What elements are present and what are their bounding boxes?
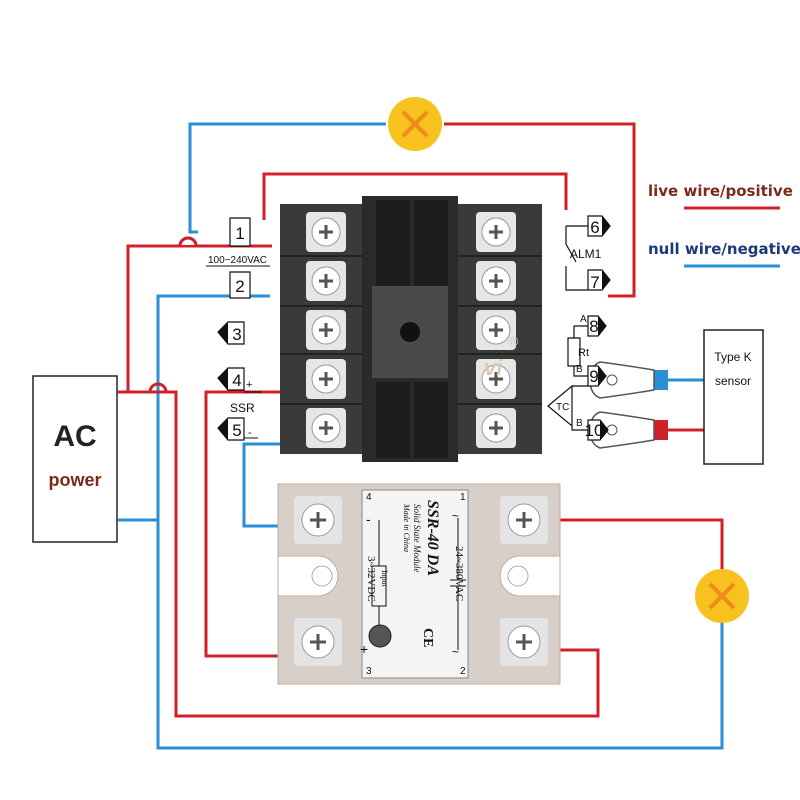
- ssr-screw-4: [294, 496, 342, 544]
- alarm-label: ALM1: [570, 247, 602, 261]
- ac-power-box: AC power: [32, 375, 118, 543]
- ssr-origin: Made in China: [402, 503, 411, 552]
- tag-10: 10: [585, 419, 609, 441]
- lamp-load: [695, 569, 749, 623]
- tc-symbol: [547, 384, 588, 431]
- controller-screws-right: [476, 212, 516, 448]
- controller-label-left: 1 2 3 4 5 100~240VAC SSR + -: [206, 217, 270, 441]
- term-label-5: 5: [232, 421, 241, 440]
- ssr-indicator-led: [368, 624, 392, 648]
- wire-lamp-top-blue: [188, 122, 386, 234]
- supply-voltage-label: 100~240VAC: [208, 255, 267, 266]
- ssr-plus: +: [360, 641, 368, 657]
- ssr-tilde-2: ~: [452, 645, 459, 659]
- ssr-input-voltage: 3~32VDC: [365, 556, 377, 602]
- hop-2: [148, 382, 168, 393]
- sensor-connectors: [589, 361, 668, 449]
- ssr-switch-symbol: [450, 518, 466, 650]
- controller-screws-left: [306, 212, 346, 448]
- solid-state-relay: 4 1 3 2 - + SSR-40 DA Solid State Module…: [277, 483, 561, 685]
- ssr-load-voltage: 24~380VAC: [453, 546, 465, 601]
- rt-resistor-symbol: [567, 325, 588, 377]
- tag-9: 9: [587, 365, 607, 387]
- ssr-screw-2: [500, 618, 548, 666]
- tag-2: 2: [229, 271, 251, 299]
- ssr-tilde-1: ~: [452, 509, 459, 523]
- ssr-ce-mark: CE: [420, 628, 435, 647]
- sensor-blue-plug: [654, 370, 668, 390]
- type-k-sensor-box: Type K sensor: [703, 329, 764, 465]
- ssr-output-label: SSR: [230, 401, 255, 415]
- ssr-plus-sign: +: [246, 379, 252, 391]
- tag-8: 8: [587, 315, 607, 337]
- term-label-10: 10: [585, 421, 604, 440]
- tag-4: 4: [217, 367, 245, 391]
- temperature-controller: vi ®: [280, 196, 542, 462]
- tag-3: 3: [217, 321, 245, 345]
- pin-b2-label: B: [576, 418, 583, 429]
- controller-label-right: 6 7 8 9 10 ALM1 A Rt B TC B: [547, 215, 611, 441]
- alarm-relay-symbol: [565, 225, 588, 291]
- lamp-top: [388, 97, 442, 151]
- legend-live-text: live wire/positive: [648, 182, 793, 200]
- sensor-label-1: Type K: [714, 350, 751, 364]
- term-label-8: 8: [589, 317, 598, 336]
- ssr-input-label: Input: [380, 570, 389, 588]
- tc-label: TC: [556, 402, 569, 413]
- ssr-minus: -: [366, 511, 371, 527]
- pin-a-label: A: [580, 314, 587, 325]
- controller-reg-mark: ®: [508, 333, 519, 349]
- term-label-2: 2: [235, 277, 244, 296]
- wire-ssr-lamp-red: [556, 518, 724, 570]
- ssr-pin2: 2: [460, 666, 466, 677]
- wire-t2-blue: [118, 294, 270, 522]
- ssr-pin4: 4: [366, 492, 372, 503]
- ssr-pin3: 3: [366, 666, 372, 677]
- wire-t1-red: [118, 244, 272, 394]
- sensor-label-2: sensor: [715, 374, 751, 388]
- pin-b1-label: B: [576, 364, 583, 375]
- ssr-minus-sign: -: [248, 427, 252, 439]
- term-label-9: 9: [589, 367, 598, 386]
- rt-label: Rt: [578, 347, 589, 359]
- wire-lamp-top-red: [444, 122, 636, 298]
- ssr-model: SSR-40 DA: [424, 500, 441, 576]
- wire-t5-ssr-blue: [242, 442, 290, 528]
- sensor-red-plug: [654, 420, 668, 440]
- term-label-6: 6: [590, 218, 599, 237]
- legend: live wire/positive null wire/negative: [648, 182, 800, 268]
- tag-1: 1: [229, 217, 251, 247]
- tag-7: 7: [587, 269, 611, 292]
- term-label-7: 7: [590, 273, 599, 292]
- term-label-3: 3: [232, 325, 241, 344]
- ssr-pin1: 1: [460, 492, 466, 503]
- ssr-subtitle: Solid State Module: [412, 504, 422, 573]
- controller-logo: vi: [484, 355, 503, 380]
- ac-power-subtitle: power: [48, 470, 101, 490]
- tag-6: 6: [587, 215, 611, 237]
- wire-alm-loop: [262, 172, 568, 220]
- term-label-1: 1: [235, 224, 244, 243]
- legend-null-text: null wire/negative: [648, 240, 800, 258]
- term-label-4: 4: [232, 371, 241, 390]
- tag-5: 5: [217, 417, 245, 441]
- wire-hops: [148, 236, 198, 393]
- ac-power-title: AC: [53, 420, 96, 453]
- ssr-screw-1: [500, 496, 548, 544]
- wire-ac-lamp-blue: [156, 520, 724, 750]
- controller-mount-hole: [400, 322, 420, 342]
- ssr-screw-3: [294, 618, 342, 666]
